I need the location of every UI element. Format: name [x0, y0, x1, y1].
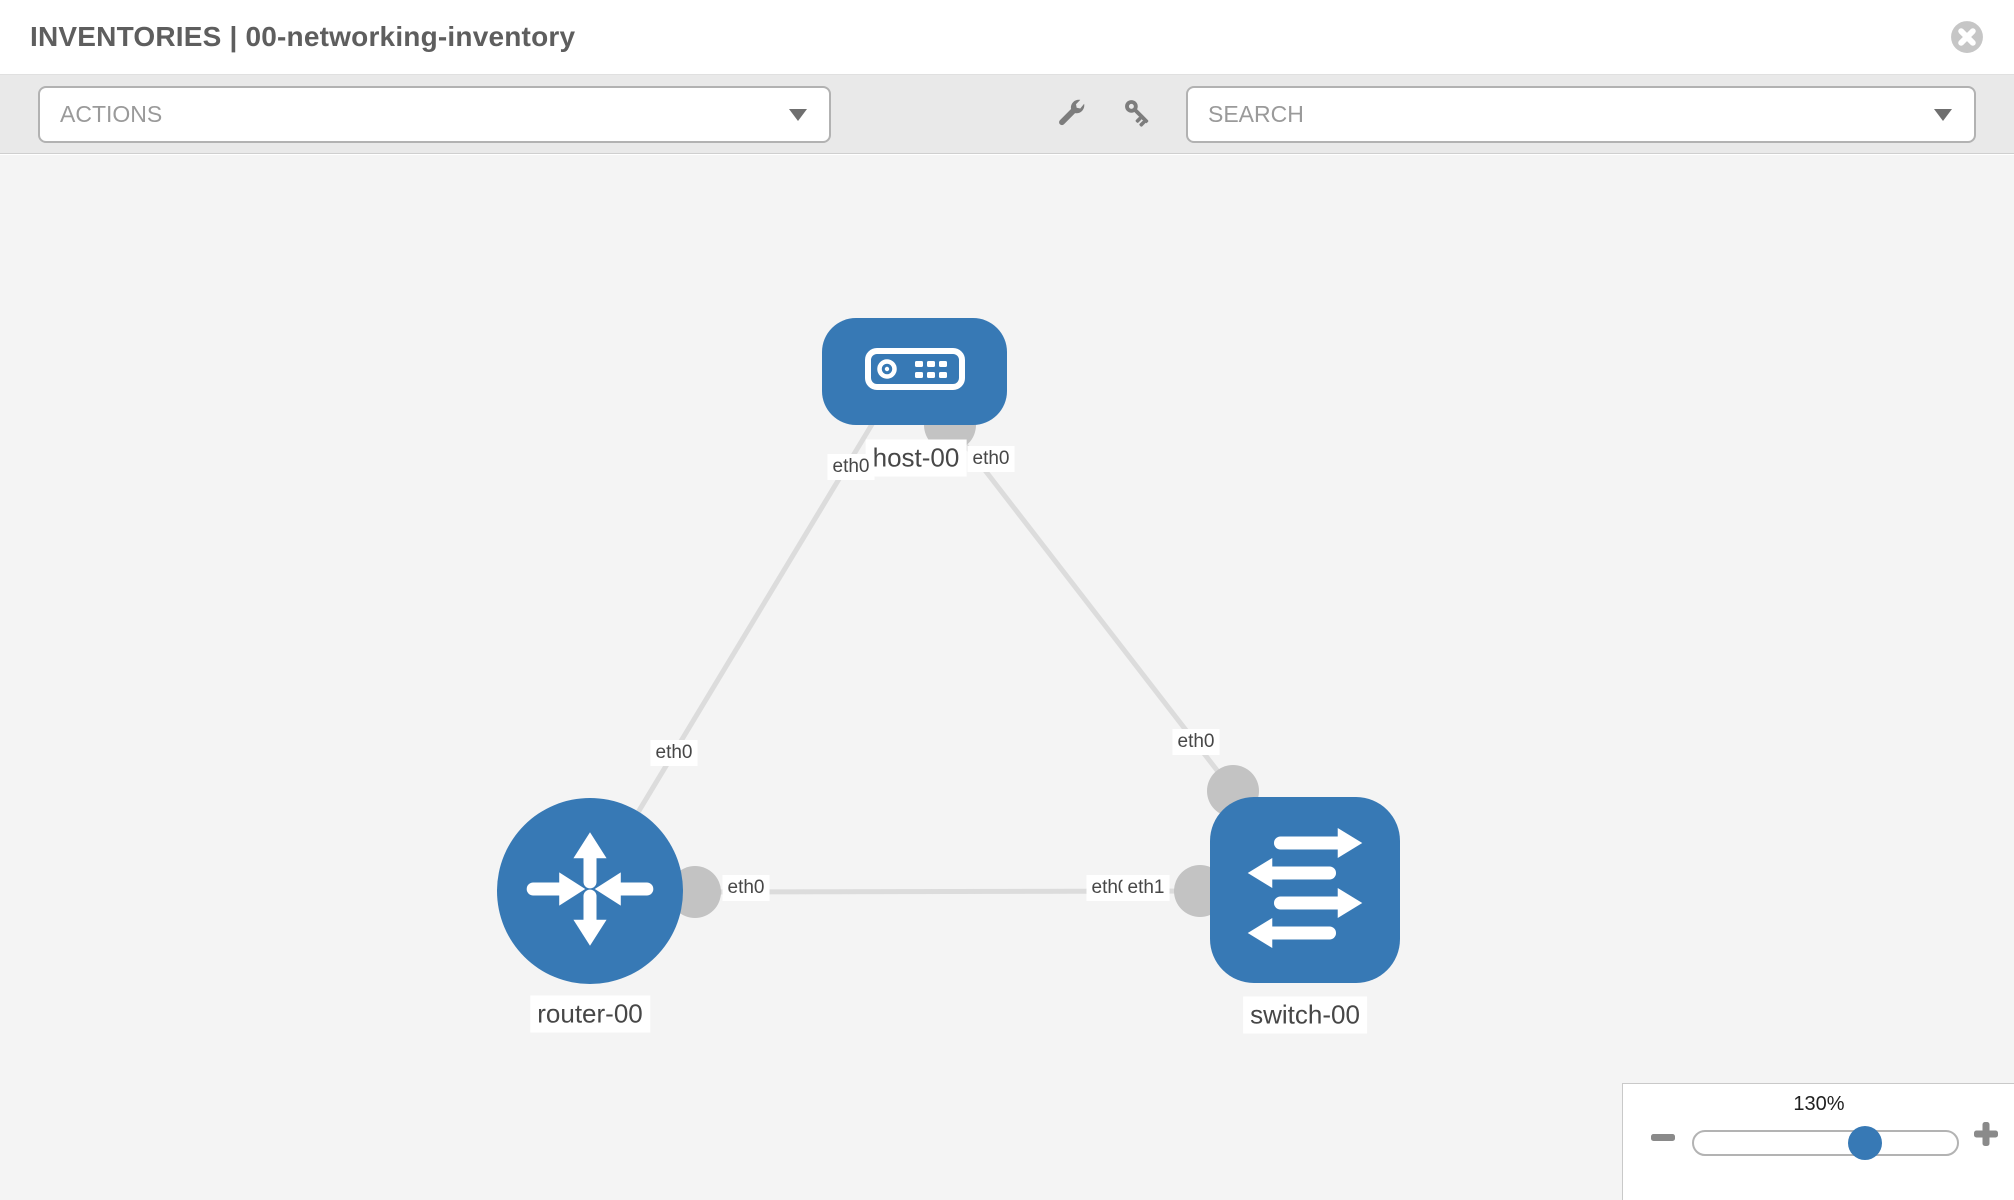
links-layer: [587, 399, 1259, 918]
actions-select-label: ACTIONS: [60, 100, 163, 127]
node-switch-00[interactable]: [1210, 797, 1400, 983]
zoom-out-button[interactable]: [1650, 1124, 1676, 1150]
zoom-slider-track[interactable]: [1692, 1126, 1959, 1160]
host-icon: [863, 346, 967, 397]
switch-icon: [1230, 813, 1380, 968]
actions-select[interactable]: ACTIONS: [38, 85, 831, 143]
page-title: INVENTORIES | 00-networking-inventory: [30, 21, 576, 52]
minus-icon: [1650, 1134, 1676, 1153]
node-host-00[interactable]: [822, 318, 1007, 425]
credentials-button[interactable]: [1121, 97, 1155, 131]
node-label-router: router-00: [530, 995, 650, 1033]
plus-icon: [1973, 1122, 1999, 1150]
tool-buttons: [1053, 97, 1155, 131]
interface-label: eth1: [1122, 875, 1170, 901]
chevron-down-icon: [1934, 109, 1952, 121]
interface-label: eth0: [1172, 729, 1220, 755]
zoom-in-button[interactable]: [1973, 1121, 1999, 1147]
router-icon: [519, 818, 661, 965]
search-placeholder: SEARCH: [1208, 100, 1304, 127]
node-label-host: host-00: [865, 439, 967, 477]
zoom-panel: 130%: [1622, 1083, 2014, 1200]
page-header: INVENTORIES | 00-networking-inventory: [0, 0, 2014, 75]
node-router-00[interactable]: [497, 798, 683, 984]
interface-label: eth0: [722, 875, 770, 901]
configure-button[interactable]: [1053, 97, 1087, 131]
interface-label: eth0: [967, 446, 1015, 472]
toolbar: ACTIONS: [0, 75, 2014, 154]
search-select[interactable]: SEARCH: [1186, 85, 1976, 143]
zoom-slider-thumb[interactable]: [1848, 1126, 1883, 1160]
interface-label: eth0: [827, 454, 875, 480]
chevron-down-icon: [789, 109, 807, 121]
wrench-icon: [1054, 99, 1086, 132]
zoom-level-label: 130%: [1793, 1093, 1845, 1115]
interface-label: eth0: [650, 740, 698, 766]
topology-canvas[interactable]: host-00 router-00 switch-00 eth0 eth0 et…: [0, 155, 2014, 1200]
node-label-switch: switch-00: [1243, 996, 1367, 1034]
key-icon: [1122, 100, 1154, 132]
close-button[interactable]: [1950, 20, 1984, 54]
close-icon: [1950, 21, 1984, 57]
